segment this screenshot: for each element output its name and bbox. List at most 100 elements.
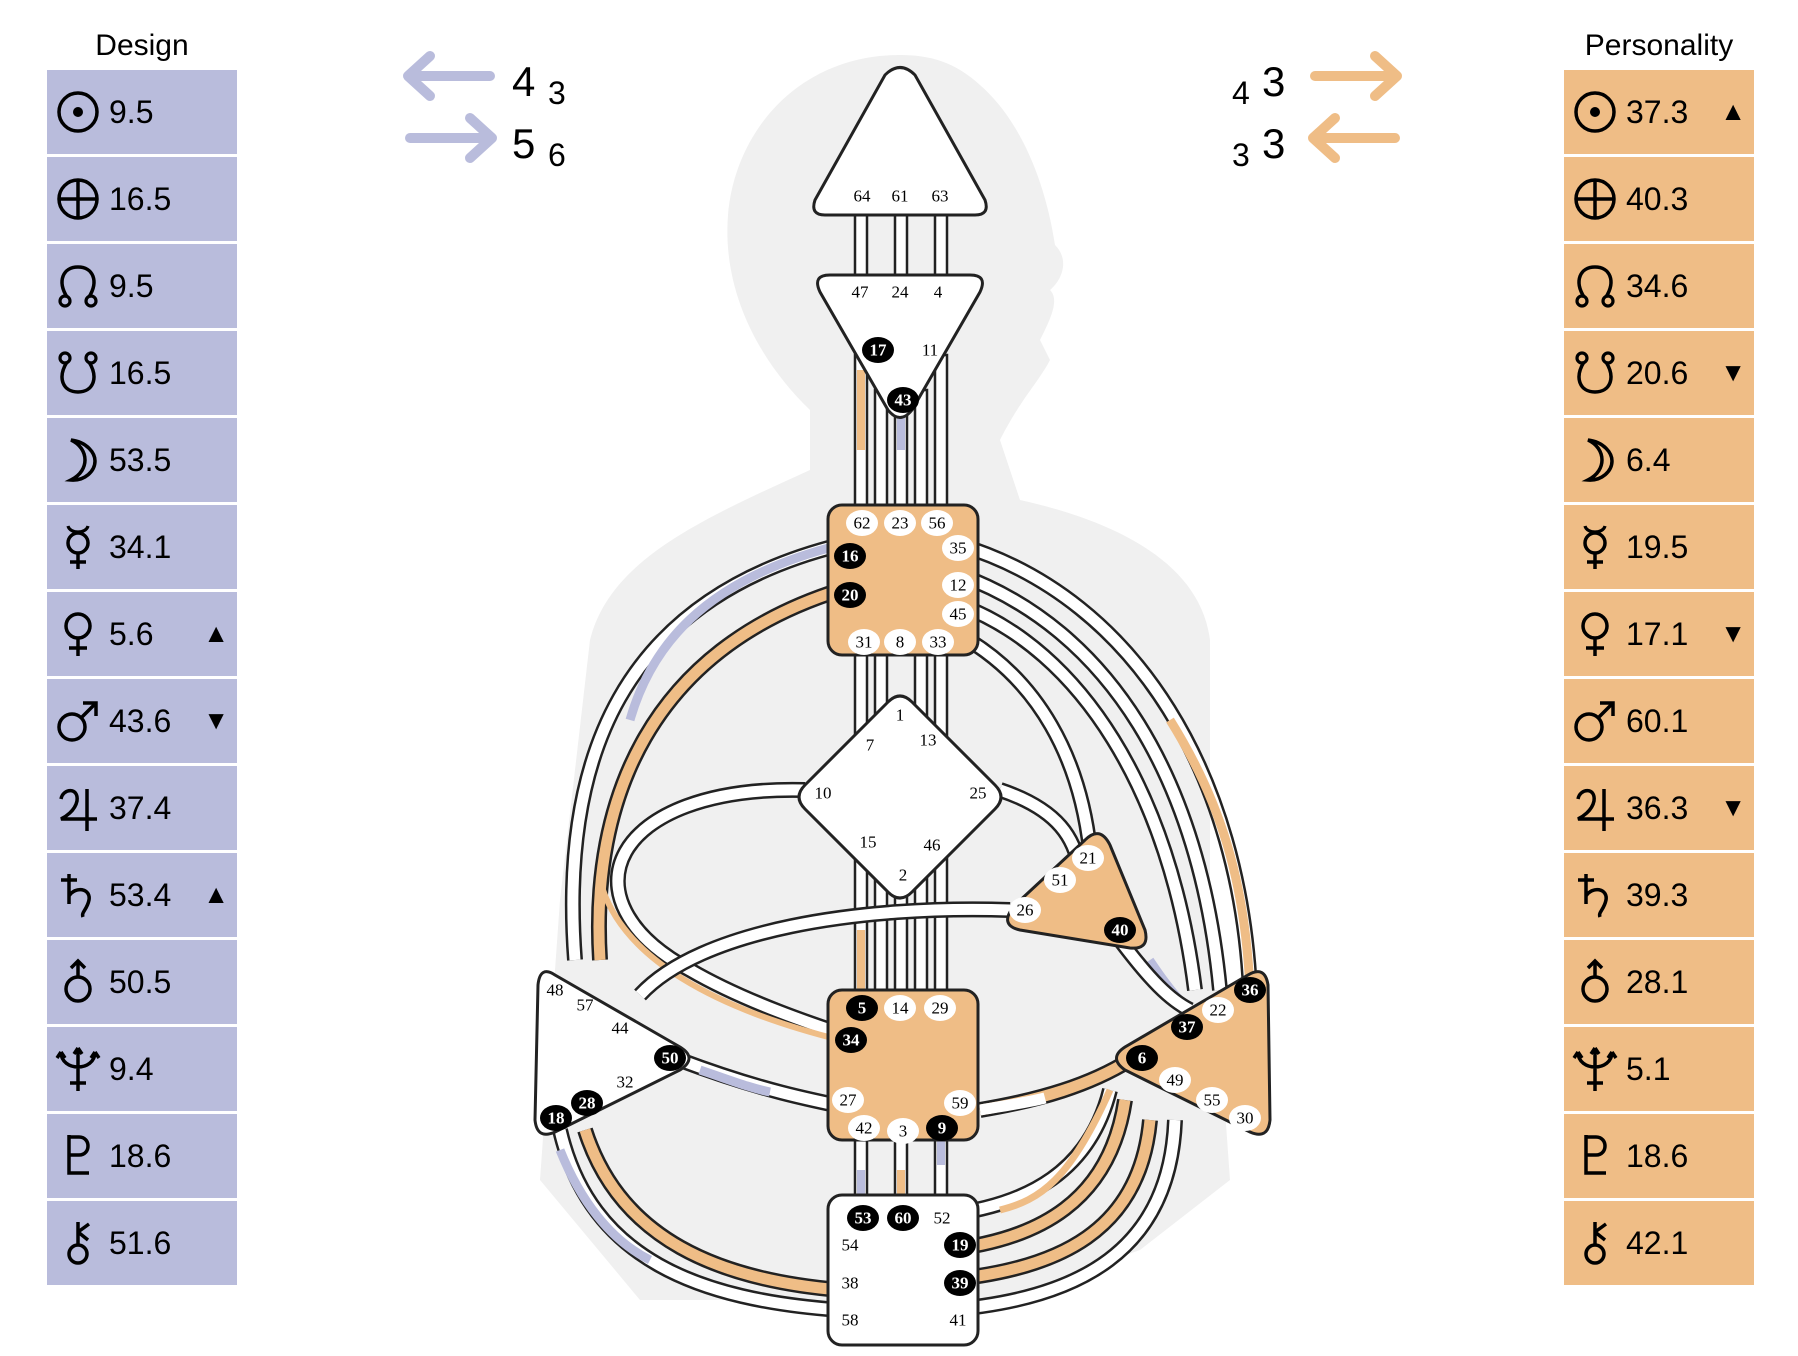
svg-text:59: 59 <box>952 1094 969 1113</box>
design-arrow-right-icon <box>405 113 497 163</box>
svg-text:56: 56 <box>929 514 946 533</box>
design-planet-value: 50.5 <box>109 964 172 1000</box>
design-planet-value: 51.6 <box>109 1225 172 1261</box>
svg-text:10: 10 <box>815 784 832 803</box>
design-planet-row: 18.6 <box>47 1114 237 1198</box>
svg-text:54: 54 <box>842 1236 860 1255</box>
design-planet-row: 51.6 <box>47 1201 237 1285</box>
personality-planet-row: 37.3▲ <box>1564 70 1754 154</box>
gate-4: 4 <box>934 283 943 302</box>
gate-24: 24 <box>892 283 910 302</box>
svg-text:44: 44 <box>612 1019 630 1038</box>
svg-text:16: 16 <box>842 547 859 566</box>
sun-icon <box>1564 70 1626 154</box>
gate-40: 40 <box>1104 917 1136 943</box>
design-planet-row: 34.1 <box>47 505 237 589</box>
personality-planet-row: 39.3 <box>1564 853 1754 937</box>
gate-51: 51 <box>1044 867 1076 893</box>
venus-icon <box>1564 592 1626 676</box>
design-arrow-left-icon <box>403 51 495 101</box>
gate-43: 43 <box>887 387 919 413</box>
gate-30: 30 <box>1229 1105 1261 1131</box>
gate-42: 42 <box>848 1115 880 1141</box>
design-title: Design <box>95 29 189 62</box>
gate-25: 25 <box>970 784 987 803</box>
pluto-icon <box>47 1114 109 1198</box>
gate-32: 32 <box>617 1073 634 1092</box>
personality-var-bottom-sub: 3 <box>1232 137 1250 173</box>
design-planet-value: 9.5 <box>109 268 154 304</box>
personality-planet-value: 40.3 <box>1626 181 1689 217</box>
personality-var-top-sub: 4 <box>1232 75 1250 111</box>
uranus-icon <box>47 940 109 1024</box>
gate-6: 6 <box>1126 1045 1158 1071</box>
svg-text:43: 43 <box>895 391 912 410</box>
center-root <box>826 1193 980 1347</box>
gate-59: 59 <box>944 1090 976 1116</box>
svg-text:12: 12 <box>950 576 967 595</box>
channel-arcs-right <box>944 537 1258 1318</box>
personality-planet-row: 36.3▼ <box>1564 766 1754 850</box>
design-planet-value: 5.6 <box>109 616 154 652</box>
personality-arrow-left-icon <box>1308 113 1400 163</box>
design-var-bottom: 5 <box>512 120 535 167</box>
design-planet-row: 50.5 <box>47 940 237 1024</box>
gate-35: 35 <box>942 535 974 561</box>
jupiter-icon <box>1564 766 1626 850</box>
design-planet-row: 9.5 <box>47 70 237 154</box>
gate-54: 54 <box>842 1236 860 1255</box>
gate-53: 53 <box>847 1205 879 1231</box>
north-node-icon <box>1564 244 1626 328</box>
svg-text:23: 23 <box>892 514 909 533</box>
svg-text:40: 40 <box>1112 921 1129 940</box>
svg-text:2: 2 <box>899 866 908 885</box>
personality-planet-row: 6.4 <box>1564 418 1754 502</box>
svg-text:19: 19 <box>952 1236 969 1255</box>
sun-icon <box>47 70 109 154</box>
design-planet-value: 18.6 <box>109 1138 172 1174</box>
gate-62: 62 <box>846 510 878 536</box>
svg-text:34: 34 <box>843 1031 861 1050</box>
svg-text:31: 31 <box>856 633 873 652</box>
personality-planet-row: 18.6 <box>1564 1114 1754 1198</box>
svg-text:51: 51 <box>1052 871 1069 890</box>
mercury-icon <box>1564 505 1626 589</box>
svg-text:5: 5 <box>858 999 867 1018</box>
personality-planet-value: 37.3 <box>1626 94 1689 130</box>
svg-text:58: 58 <box>842 1311 859 1330</box>
gate-45: 45 <box>942 601 974 627</box>
design-planet-row: 9.5 <box>47 244 237 328</box>
earth-icon <box>1564 157 1626 241</box>
personality-planet-value: 39.3 <box>1626 877 1689 913</box>
design-planet-row: 16.5 <box>47 157 237 241</box>
svg-text:11: 11 <box>922 341 938 360</box>
personality-var-bottom: 3 <box>1262 120 1285 167</box>
gate-27: 27 <box>832 1087 864 1113</box>
svg-text:48: 48 <box>547 981 564 1000</box>
gate-31: 31 <box>848 629 880 655</box>
gate-23: 23 <box>884 510 916 536</box>
saturn-icon <box>47 853 109 937</box>
chiron-icon <box>47 1201 109 1285</box>
design-var-bottom-sub: 6 <box>548 137 566 173</box>
gate-9: 9 <box>926 1115 958 1141</box>
gate-63: 63 <box>932 187 949 206</box>
gate-64: 64 <box>854 187 872 206</box>
personality-arrow-right-icon <box>1310 51 1402 101</box>
personality-title: Personality <box>1584 29 1734 62</box>
gate-5: 5 <box>846 995 878 1021</box>
gate-21: 21 <box>1072 845 1104 871</box>
personality-planet-row: 34.6 <box>1564 244 1754 328</box>
saturn-icon <box>1564 853 1626 937</box>
design-var-top-sub: 3 <box>548 75 566 111</box>
gate-11: 11 <box>922 341 938 360</box>
gate-34: 34 <box>835 1027 867 1053</box>
gate-12: 12 <box>942 572 974 598</box>
gate-49: 49 <box>1159 1067 1191 1093</box>
gate-33: 33 <box>922 629 954 655</box>
design-planet-row: 9.4 <box>47 1027 237 1111</box>
gate-18: 18 <box>540 1105 572 1131</box>
svg-text:36: 36 <box>1242 981 1259 1000</box>
gate-7: 7 <box>866 736 875 755</box>
